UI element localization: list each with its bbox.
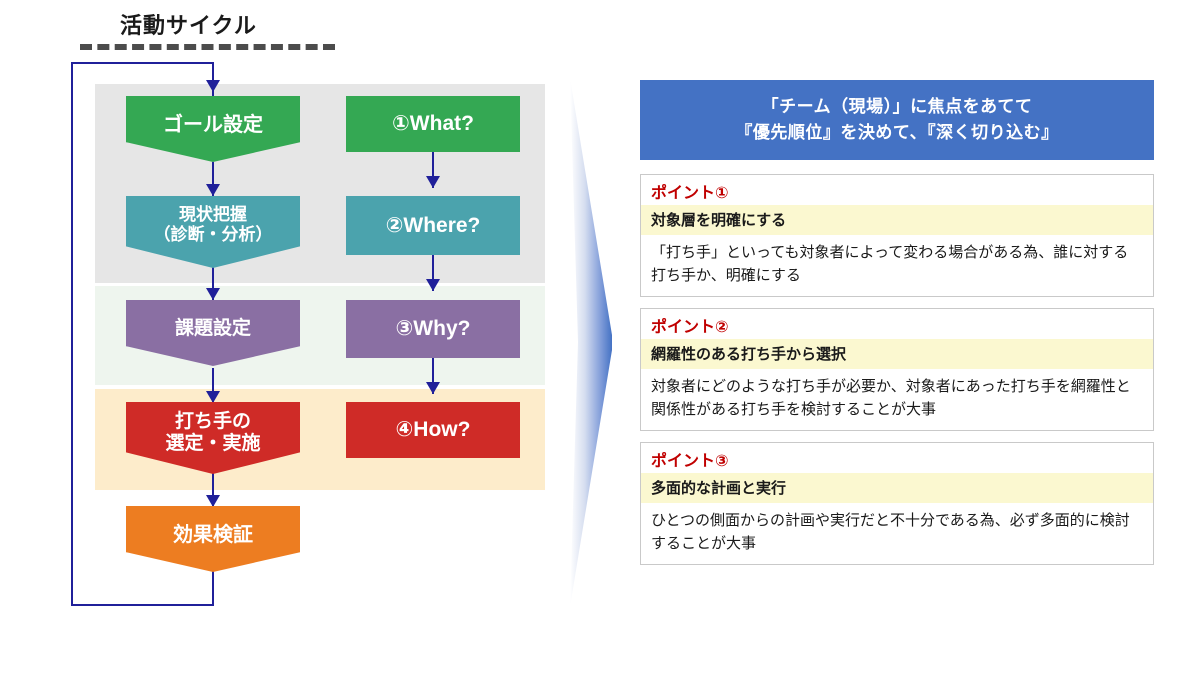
arrow-line-step-4-to-5	[212, 472, 214, 514]
point-card-1-subtitle: 対象層を明確にする	[641, 205, 1153, 235]
point-card-3-body: ひとつの側面からの計画や実行だと不十分である為、必ず多面的に検討することが大事	[651, 512, 1130, 552]
cycle-step-effect-verification-label: 効果検証	[173, 524, 253, 546]
arrow-line-step-1-to-2	[212, 162, 214, 202]
point-card-1[interactable]: ポイント① 対象層を明確にする 「打ち手」といっても対象者によって変わる場合があ…	[640, 174, 1154, 297]
cycle-title: 活動サイクル	[120, 13, 257, 38]
cycle-question-how[interactable]: ④How?	[346, 402, 520, 458]
cycle-loop-top-arm	[212, 62, 214, 90]
cycle-question-why[interactable]: ③Why?	[346, 300, 520, 358]
headline-line-1: 「チーム（現場）」に焦点をあてて	[761, 96, 1033, 116]
point-card-2[interactable]: ポイント② 網羅性のある打ち手から選択 対象者にどのような打ち手が必要か、対象者…	[640, 308, 1154, 431]
arrow-line-q2-to-q3	[432, 255, 434, 291]
point-card-2-body: 対象者にどのような打ち手が必要か、対象者にあった打ち手を網羅性と関係性がある打ち…	[651, 378, 1131, 418]
cycle-loop-corner	[212, 604, 214, 606]
point-card-2-heading: ポイント②	[651, 319, 729, 336]
cycle-step-action-selection[interactable]: 打ち手の 選定・実施	[126, 402, 300, 474]
cycle-question-where[interactable]: ②Where?	[346, 196, 520, 255]
arrow-head-q3-to-q4	[426, 382, 440, 394]
cycle-step-goal-label: ゴール設定	[163, 114, 263, 136]
cycle-question-why-label: ③Why?	[395, 317, 471, 341]
arrow-head-step-4-to-5	[206, 495, 220, 507]
point-card-2-subtitle: 網羅性のある打ち手から選択	[641, 339, 1153, 369]
cycle-question-what-label: ①What?	[392, 112, 474, 136]
arrow-line-step-3-to-4	[212, 368, 214, 410]
arrow-head-step-3-to-4	[206, 391, 220, 403]
cycle-loop-frame	[71, 62, 214, 606]
point-card-3-subtitle: 多面的な計画と実行	[641, 473, 1153, 503]
title-dashed-rule	[80, 44, 335, 50]
cycle-question-how-label: ④How?	[395, 418, 471, 442]
point-card-3[interactable]: ポイント③ 多面的な計画と実行 ひとつの側面からの計画や実行だと不十分である為、…	[640, 442, 1154, 565]
activity-cycle-panel: 活動サイクル ゴール設定 現状把握 （診断・分析）	[71, 13, 545, 606]
point-card-1-heading: ポイント①	[651, 185, 729, 202]
cycle-loop-bottom-arm	[212, 560, 214, 606]
cycle-question-where-label: ②Where?	[385, 213, 481, 237]
cycle-step-issue-setting-label: 課題設定	[174, 318, 251, 339]
arrow-head-q2-to-q3	[426, 279, 440, 291]
point-card-3-heading: ポイント③	[651, 453, 729, 470]
arrow-head-step-1-to-2	[206, 184, 220, 196]
arrow-line-q1-to-q2	[432, 152, 434, 188]
arrow-head-step-2-to-3	[206, 288, 220, 300]
headline-line-2: 『優先順位』を決めて、『深く切り込む』	[735, 123, 1059, 142]
arrow-line-q3-to-q4	[432, 358, 434, 394]
headline-banner: 「チーム（現場）」に焦点をあてて 『優先順位』を決めて、『深く切り込む』	[640, 80, 1154, 160]
cycle-step-current-state-label: 現状把握 （診断・分析）	[153, 205, 273, 245]
points-panel: 「チーム（現場）」に焦点をあてて 『優先順位』を決めて、『深く切り込む』 ポイン…	[640, 0, 1156, 680]
arrow-head-into-step-1	[206, 80, 220, 92]
point-card-1-body: 「打ち手」といっても対象者によって変わる場合がある為、誰に対する打ち手か、明確に…	[651, 244, 1129, 284]
cycle-step-action-selection-label: 打ち手の 選定・実施	[165, 411, 261, 455]
transition-arrow	[552, 70, 622, 620]
cycle-question-what[interactable]: ①What?	[346, 96, 520, 152]
arrow-line-into-step-1	[212, 90, 214, 100]
arrow-head-q1-to-q2	[426, 176, 440, 188]
arrow-line-step-2-to-3	[212, 265, 214, 307]
